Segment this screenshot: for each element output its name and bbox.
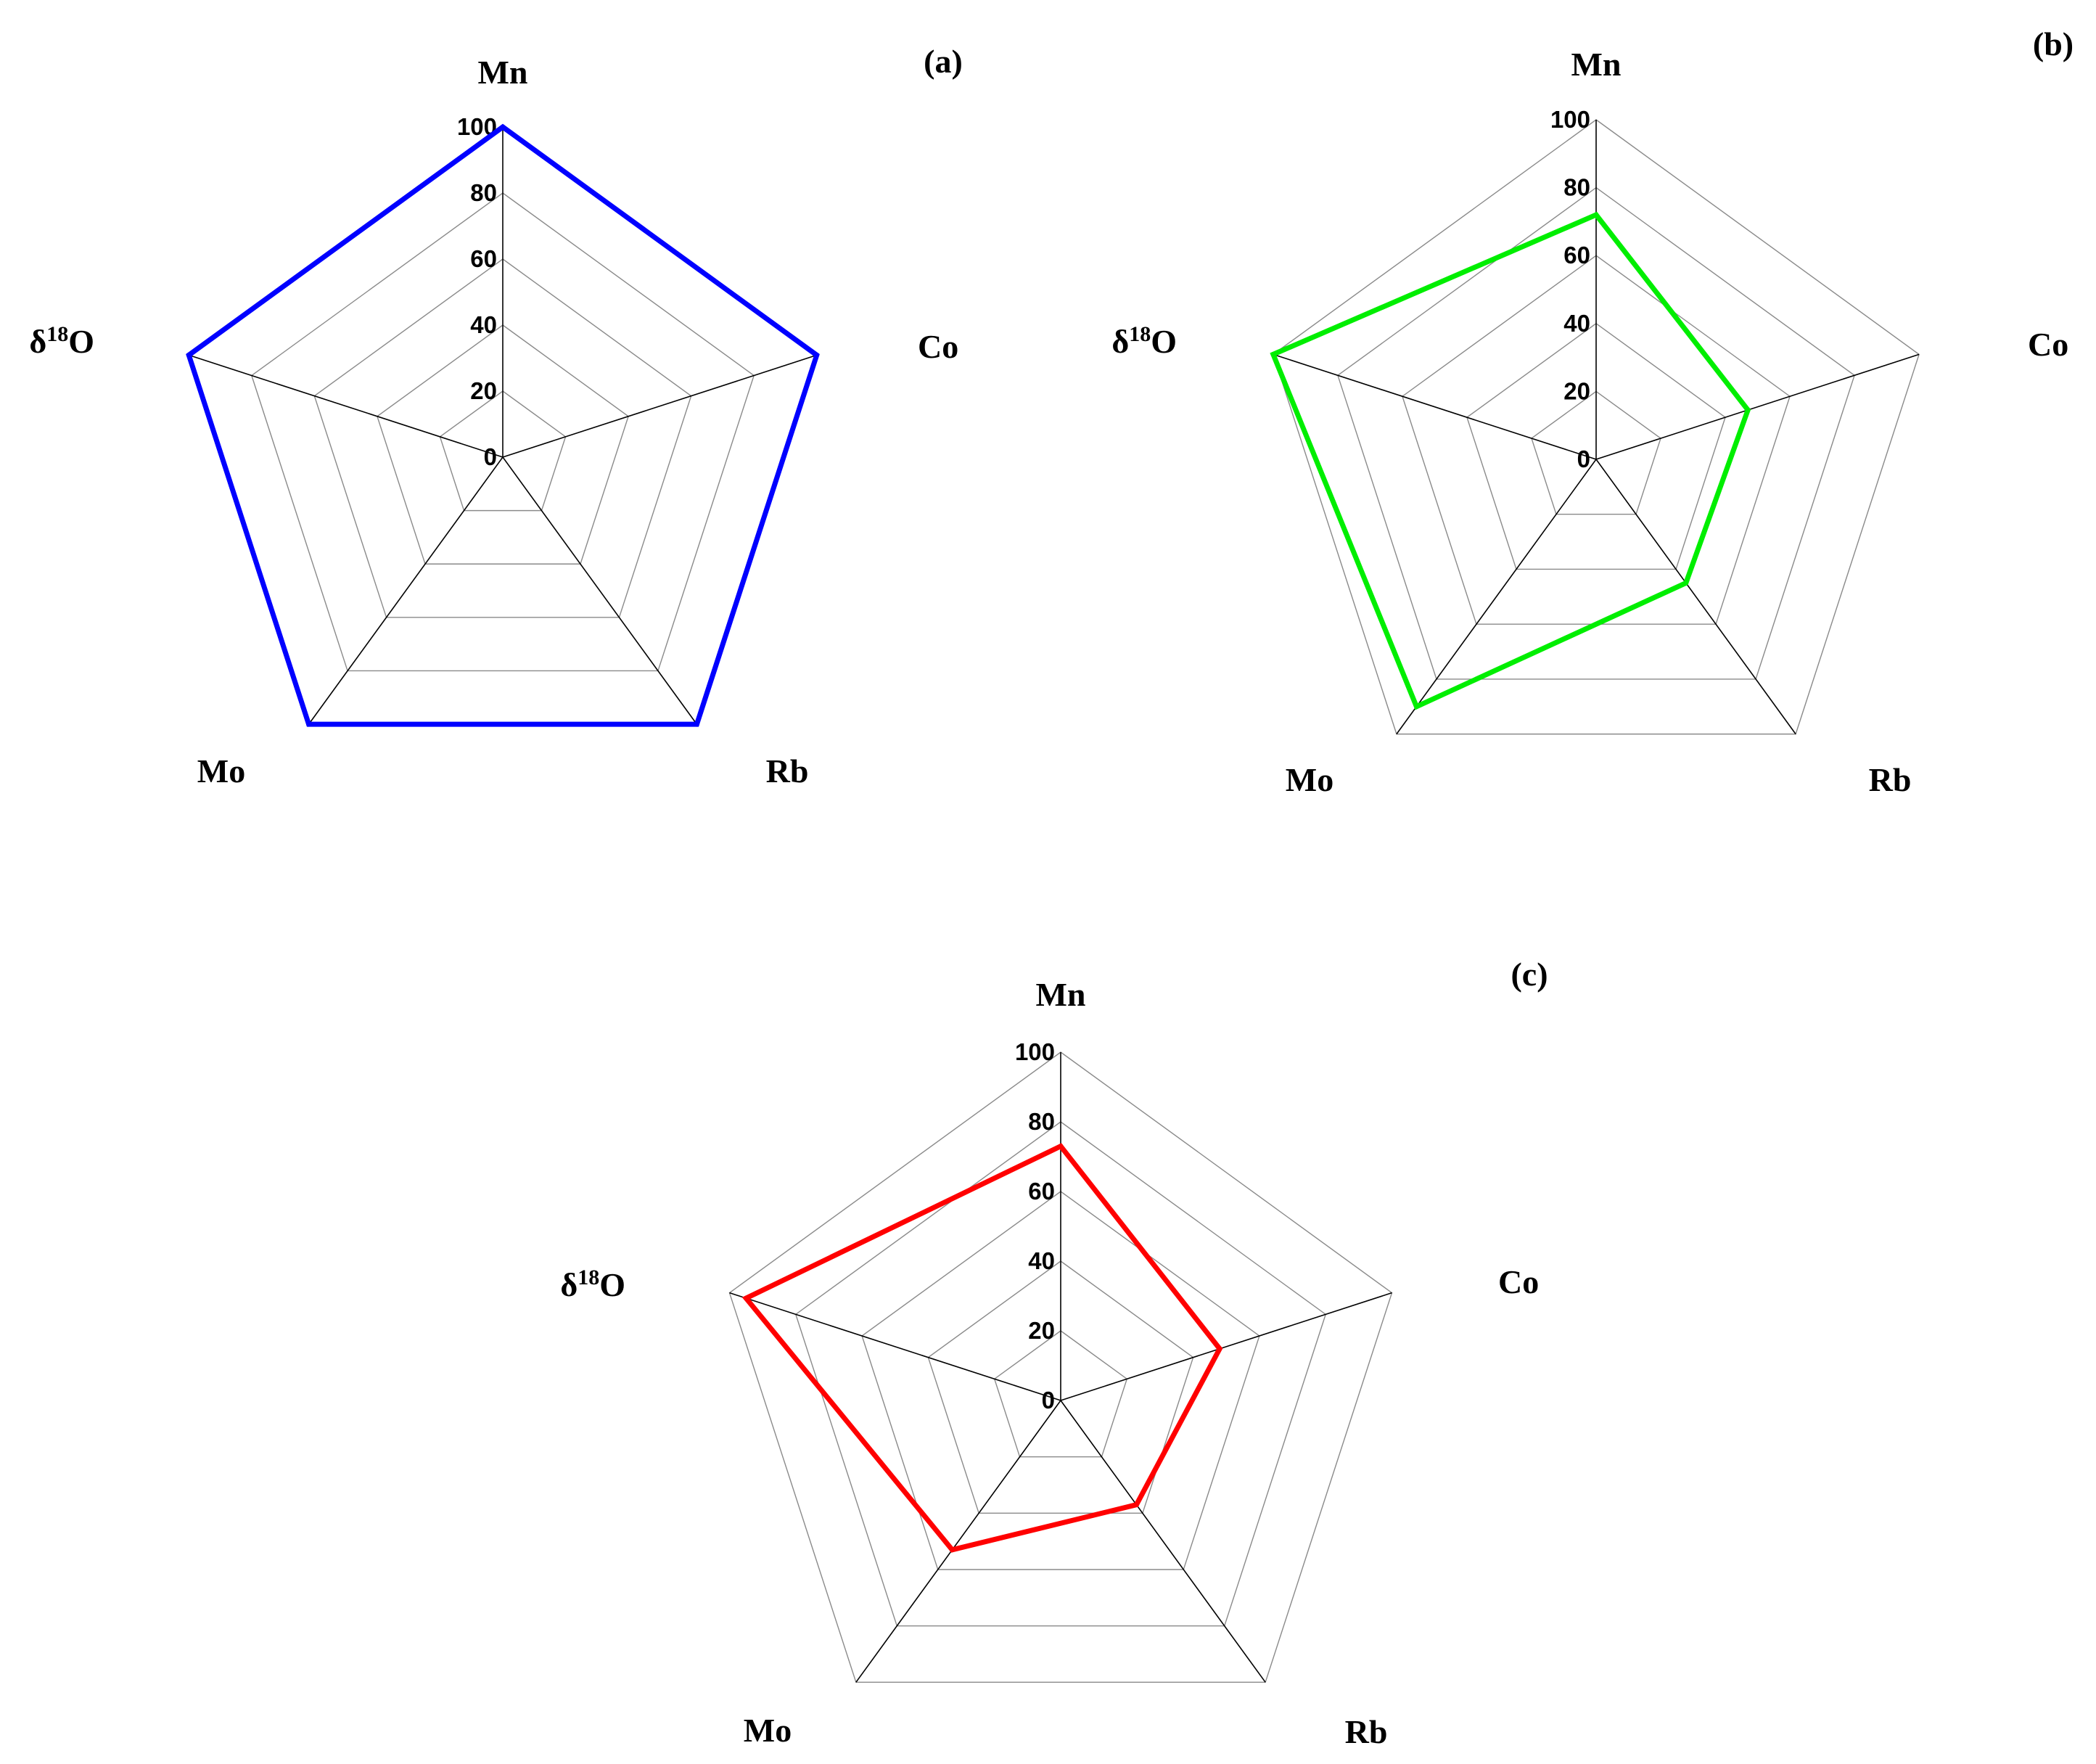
- tick-label: 20: [1028, 1317, 1055, 1344]
- tick-label: 0: [1577, 446, 1590, 472]
- grid-ring: [1466, 322, 1726, 570]
- grid-ring: [794, 1121, 1327, 1627]
- axis-spoke: [308, 456, 504, 725]
- data-point-δ18o: [743, 1295, 749, 1301]
- axis-spoke: [1396, 459, 1597, 735]
- axis-label: Co: [1498, 1263, 1539, 1300]
- grid-ring: [313, 258, 692, 618]
- tick-label: 60: [1563, 242, 1590, 268]
- data-point-δ18o: [186, 352, 192, 358]
- tick-label: 80: [1563, 174, 1590, 201]
- axis-label: δ18O: [1111, 322, 1177, 360]
- data-point-mn: [1058, 1144, 1064, 1149]
- grid-ring: [1337, 186, 1855, 680]
- series-line: [1270, 211, 1751, 710]
- tick-label: 0: [484, 443, 497, 470]
- data-point-mn: [500, 124, 506, 130]
- axis-spoke: [729, 1292, 1061, 1401]
- tick-label: 40: [1028, 1247, 1055, 1274]
- axis-label: Mo: [1286, 761, 1333, 798]
- grid-ring: [377, 324, 629, 565]
- grid-ring: [728, 1051, 1393, 1683]
- data-point-co: [814, 352, 820, 358]
- axis-label: Rb: [766, 752, 809, 789]
- axis-spoke: [855, 1400, 1061, 1683]
- axis-label: Co: [918, 328, 958, 365]
- data-point-mo: [1413, 704, 1419, 710]
- axis-label: Mn: [1571, 46, 1622, 83]
- tick-label: 40: [470, 311, 497, 338]
- tick-label: 40: [1563, 310, 1590, 337]
- data-point-δ18o: [1270, 351, 1276, 357]
- axis-spoke: [502, 354, 817, 458]
- data-point-rb: [1683, 580, 1689, 586]
- grid-ring: [439, 390, 567, 512]
- axis-spoke: [1595, 459, 1796, 735]
- tick-label: 100: [1015, 1038, 1055, 1065]
- tick-label: 20: [470, 377, 497, 404]
- tick-label: 60: [1028, 1178, 1055, 1205]
- axis-spoke: [189, 354, 504, 458]
- tick-label: 80: [470, 179, 497, 206]
- series-line: [186, 123, 820, 727]
- axis-spoke: [1595, 353, 1920, 460]
- tick-label: 60: [470, 245, 497, 272]
- axis-spoke: [502, 456, 698, 725]
- tick-label: 80: [1028, 1108, 1055, 1135]
- axis-label: Mn: [1036, 976, 1086, 1013]
- grid-ring: [1531, 390, 1661, 515]
- data-point-mn: [1593, 212, 1599, 218]
- data-point-rb: [694, 721, 699, 727]
- series-line: [741, 1143, 1223, 1553]
- grid-ring: [1273, 119, 1920, 735]
- axis-label: Rb: [1345, 1713, 1388, 1750]
- data-point-co: [1745, 407, 1751, 413]
- axis-spoke: [1273, 353, 1597, 460]
- axis-label: Rb: [1869, 761, 1912, 798]
- panel-label: (b): [2033, 25, 2074, 62]
- grid-ring: [927, 1260, 1194, 1514]
- data-point-mo: [306, 721, 312, 727]
- axis-label: Mn: [478, 54, 528, 91]
- tick-label: 100: [1550, 106, 1590, 133]
- grid-ring: [993, 1330, 1128, 1458]
- axis-label: Mo: [744, 1712, 792, 1749]
- panel-label: (a): [924, 43, 963, 80]
- axis-label: δ18O: [560, 1265, 625, 1303]
- tick-label: 0: [1042, 1387, 1055, 1414]
- tick-label: 20: [1563, 377, 1590, 404]
- axis-spoke: [1060, 1400, 1266, 1683]
- grid-ring: [861, 1191, 1260, 1570]
- data-point-rb: [1133, 1502, 1139, 1508]
- axis-label: δ18O: [29, 322, 94, 360]
- grid-ring: [250, 192, 755, 672]
- data-point-mo: [949, 1547, 955, 1553]
- axis-label: Mo: [197, 752, 245, 789]
- panel-label: (c): [1511, 956, 1548, 993]
- axis-spoke: [1060, 1292, 1392, 1401]
- data-point-co: [1217, 1346, 1222, 1352]
- axis-label: Co: [2028, 326, 2068, 363]
